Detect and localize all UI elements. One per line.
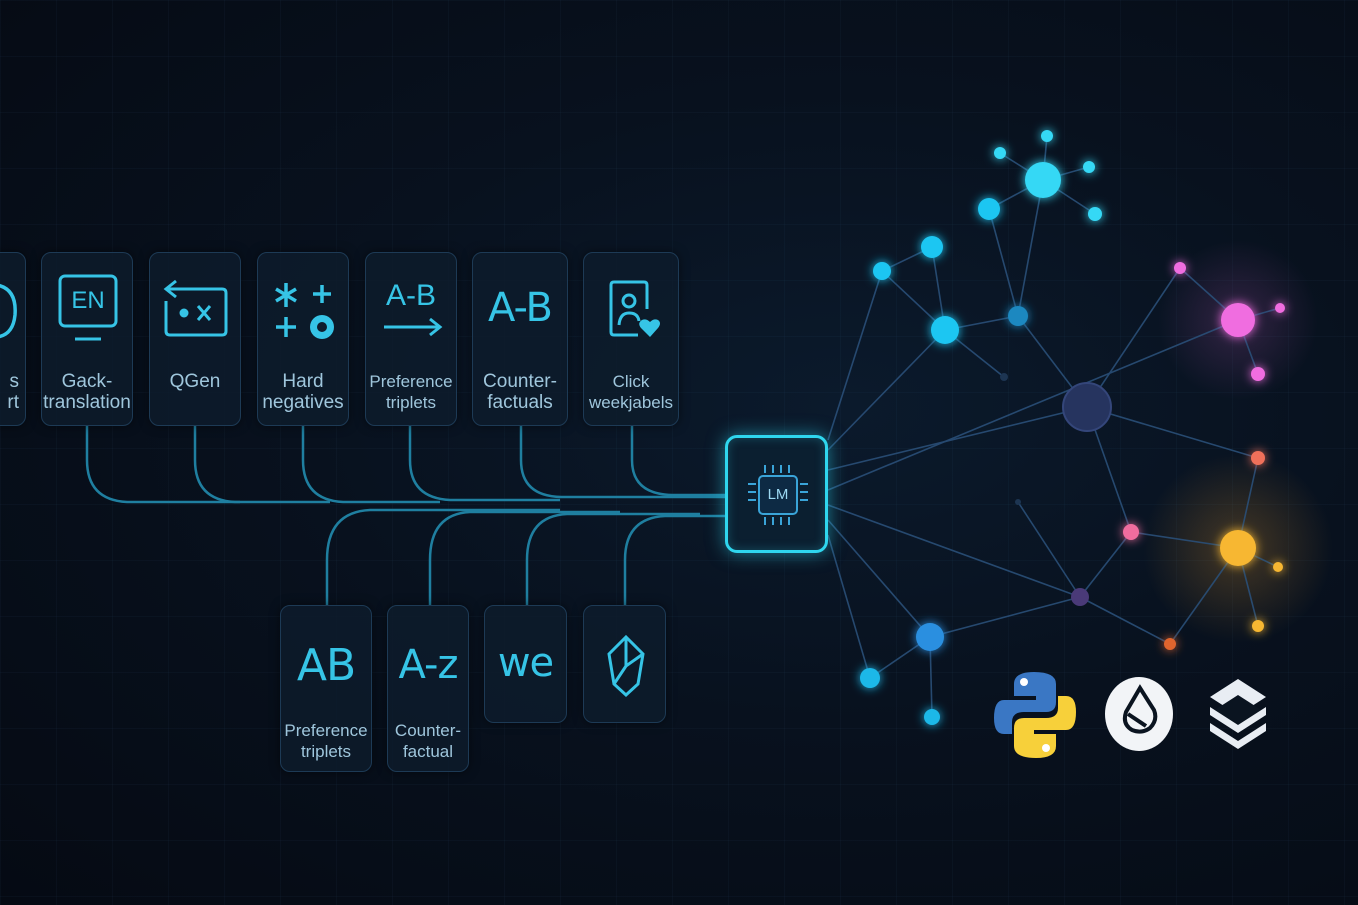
monitor-icon-text: EN — [71, 287, 105, 314]
card-cube[interactable] — [583, 605, 666, 723]
card-hard-negatives[interactable]: Hard negatives — [257, 252, 349, 426]
cube-icon — [607, 634, 645, 698]
card-we[interactable]: we — [484, 605, 567, 723]
branch-line — [630, 426, 726, 497]
card-label: Preference triplets — [284, 721, 368, 761]
card-label: QGen — [169, 371, 221, 392]
card-counterfactuals[interactable]: A-B Counter- factuals — [472, 252, 568, 426]
ab-icon-text: AB — [296, 640, 356, 691]
card-back-translation[interactable]: EN Gack- translation — [41, 252, 133, 426]
branch-line — [623, 514, 726, 605]
symbols-icon — [275, 283, 334, 339]
arrow-right-icon — [384, 317, 443, 337]
monitor-icon — [58, 274, 118, 341]
python-logo — [994, 672, 1076, 758]
ab-icon-text: A-B — [385, 279, 436, 312]
branch-line — [408, 426, 560, 502]
branch-line — [325, 508, 560, 605]
lm-chip: LM — [758, 475, 798, 515]
branch-line — [85, 426, 240, 504]
document-heart-icon — [609, 280, 660, 337]
card-click-labels[interactable]: Click weekjabels — [583, 252, 679, 426]
lm-hub[interactable]: LM — [725, 435, 828, 553]
question-generator-icon — [163, 279, 228, 337]
card-label: Hard negatives — [262, 371, 344, 413]
ab-icon-text: A-B — [488, 285, 553, 331]
card-label: Preference triplets — [369, 372, 453, 412]
branch-line — [525, 512, 700, 605]
card-label: s rt — [7, 371, 19, 413]
card-label: Counter- factuals — [483, 371, 557, 413]
az-icon-text: A-z — [398, 642, 459, 688]
chevrons-logo — [1210, 679, 1266, 749]
card-label: Gack- translation — [43, 371, 131, 413]
drop-logo — [1105, 677, 1173, 751]
card-preference-triplets-2[interactable]: AB Preference triplets — [280, 605, 372, 772]
branch-line — [428, 510, 620, 605]
card-partial[interactable]: s rt — [0, 252, 26, 426]
branch-line — [519, 426, 726, 499]
card-preference-triplets[interactable]: A-B Preference triplets — [365, 252, 457, 426]
we-icon-text: we — [497, 640, 554, 686]
card-counterfactual[interactable]: A-z Counter- factual — [387, 605, 469, 772]
card-label: Counter- factual — [394, 721, 462, 761]
branch-line — [301, 426, 440, 504]
card-label: Click weekjabels — [588, 372, 674, 412]
branch-line — [193, 426, 330, 504]
refresh-icon — [0, 284, 17, 339]
card-qgen[interactable]: QGen — [149, 252, 241, 426]
